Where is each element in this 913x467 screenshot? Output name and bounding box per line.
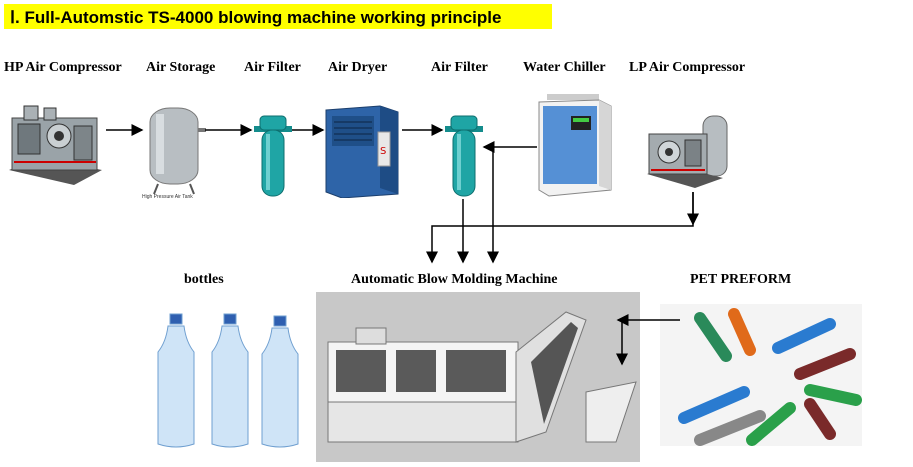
page-title: Ⅰ. Full-Automstic TS-4000 blowing machin… xyxy=(10,8,502,27)
air-dryer-image: S xyxy=(322,102,402,198)
label-air-dryer: Air Dryer xyxy=(328,60,388,75)
air-filter-1-image xyxy=(252,112,294,202)
label-blow-machine: Automatic Blow Molding Machine xyxy=(351,272,558,287)
bottles-image xyxy=(150,312,310,450)
label-hp-compressor: HP Air Compressor xyxy=(4,60,122,75)
label-bottles: bottles xyxy=(184,272,224,287)
svg-text:S: S xyxy=(380,146,386,157)
arrow-lp-to-machine xyxy=(426,192,694,264)
blow-molding-machine-image xyxy=(316,292,640,462)
air-filter-2-image xyxy=(443,112,485,202)
hp-compressor-image xyxy=(4,100,104,190)
tank-caption: High Pressure Air Tank xyxy=(142,194,193,200)
air-storage-tank-image: High Pressure Air Tank xyxy=(140,102,210,200)
label-air-filter-1: Air Filter xyxy=(244,60,301,75)
bottle-3 xyxy=(261,315,299,448)
label-water-chiller: Water Chiller xyxy=(523,60,606,75)
label-air-storage: Air Storage xyxy=(146,60,216,75)
title-bar: Ⅰ. Full-Automstic TS-4000 blowing machin… xyxy=(4,4,552,29)
label-air-filter-2: Air Filter xyxy=(431,60,488,75)
pet-preform-image xyxy=(660,304,862,446)
label-pet-preform: PET PREFORM xyxy=(690,272,792,287)
bottle-1 xyxy=(157,313,195,448)
lp-compressor-image xyxy=(645,112,737,194)
water-chiller-image xyxy=(535,92,615,198)
label-lp-compressor: LP Air Compressor xyxy=(629,60,746,75)
bottle-2 xyxy=(211,313,249,448)
